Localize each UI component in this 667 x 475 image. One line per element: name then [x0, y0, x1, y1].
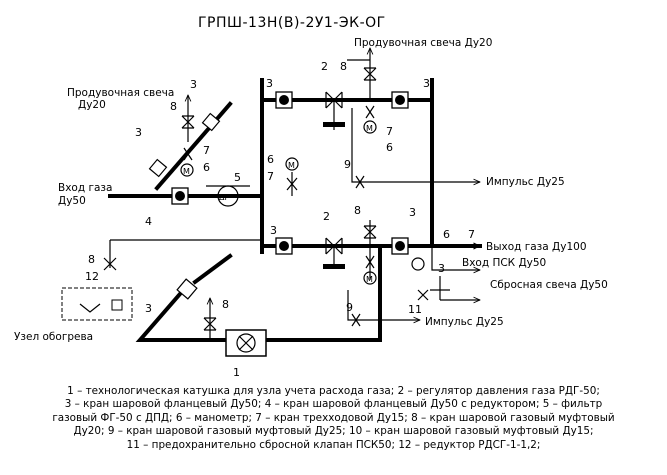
callout-3d: 3: [135, 126, 142, 139]
number-callouts: 1 2 2 3 3 3 3 3 3 3 3 4 5 6 6 6 6 7 7 7 …: [85, 60, 475, 379]
gas-scheme-diagram: ГРПШ-13Н(В)-2У1-ЭК-ОГ M: [14, 15, 608, 379]
top-ball-valves: [275, 91, 409, 109]
bottom-ball-valves: [275, 237, 409, 255]
callout-3h: 3: [438, 262, 445, 275]
legend-line: 1 – технологическая катушка для узла уче…: [67, 385, 600, 397]
callout-9a: 9: [344, 158, 351, 171]
purge-top-label: Продувочная свеча Ду20: [354, 37, 492, 49]
relief-label: Сбросная свеча Ду50: [490, 279, 608, 291]
callout-9b: 9: [346, 301, 353, 314]
callout-7d: 7: [468, 228, 475, 241]
legend-line: газовый ФГ-50 с ДПД; 6 – манометр; 7 – к…: [52, 411, 615, 424]
top-regulator: [323, 91, 345, 130]
callout-5: 5: [234, 171, 241, 184]
inlet-label-2: Ду50: [58, 195, 86, 207]
callout-8b: 8: [340, 60, 347, 73]
callout-8d: 8: [88, 253, 95, 266]
callout-2b: 2: [323, 210, 330, 223]
bottom-impulse-line: [347, 290, 420, 327]
callout-8c: 8: [354, 204, 361, 217]
purge-left-label-1: Продувочная свеча: [67, 87, 174, 99]
manometer-symbol: M: [288, 161, 295, 170]
heating-unit: [61, 239, 262, 321]
callout-6b: 6: [267, 153, 274, 166]
impulse-bottom-label: Импульс Ду25: [425, 316, 504, 328]
inlet-label-1: Вход газа: [58, 182, 112, 194]
callout-11: 11: [408, 303, 422, 316]
scheme-title: ГРПШ-13Н(В)-2У1-ЭК-ОГ: [198, 15, 386, 31]
callout-7a: 7: [203, 144, 210, 157]
legend: 1 – технологическая катушка для узла уче…: [0, 385, 667, 452]
mid-manometer: M: [285, 157, 299, 196]
callout-4: 4: [145, 215, 152, 228]
bottom-regulator: [323, 237, 345, 269]
callout-2: 2: [321, 60, 328, 73]
callout-3e: 3: [270, 224, 277, 237]
inlet-equipment: ΔP: [171, 185, 250, 207]
heating-label: Узел обогрева: [14, 331, 93, 343]
filter-symbol: ΔP: [219, 193, 229, 202]
manometer-symbol: M: [366, 124, 373, 133]
callout-3a: 3: [266, 77, 273, 90]
outlet-label: Выход газа Ду100: [486, 241, 587, 253]
callout-12: 12: [85, 270, 99, 283]
callout-3f: 3: [409, 206, 416, 219]
psk-inlet-label: Вход ПСК Ду50: [462, 257, 546, 269]
callout-3c: 3: [190, 78, 197, 91]
callout-6d: 6: [443, 228, 450, 241]
callout-6a: 6: [203, 161, 210, 174]
legend-line: 11 – предохранительно сбросной клапан ПС…: [126, 438, 541, 451]
callout-3g: 3: [145, 302, 152, 315]
bottom-purge: M: [363, 220, 377, 285]
callout-7c: 7: [386, 125, 393, 138]
callout-7b: 7: [267, 170, 274, 183]
impulse-top-label: Импульс Ду25: [486, 176, 565, 188]
bypass-valves: [176, 278, 217, 340]
main-pipework: [108, 78, 482, 342]
callout-8a: 8: [170, 100, 177, 113]
legend-line: 3 – кран шаровой фланцевый Ду50; 4 – кра…: [64, 398, 603, 411]
callout-1: 1: [233, 366, 240, 379]
callout-6c: 6: [386, 141, 393, 154]
legend-line: Ду20; 9 – кран шаровой газовый муфтовый …: [73, 425, 594, 438]
left-purge-candle: M: [148, 95, 221, 178]
manometer-symbol: M: [366, 275, 373, 284]
metering-coil: [225, 329, 267, 357]
top-purge-candle: M: [347, 48, 377, 134]
callout-3b: 3: [423, 77, 430, 90]
purge-left-label-2: Ду20: [78, 99, 106, 111]
callout-8e: 8: [222, 298, 229, 311]
top-impulse-line: [351, 108, 480, 189]
outlet-psk: [411, 242, 481, 300]
manometer-symbol: M: [183, 167, 190, 176]
